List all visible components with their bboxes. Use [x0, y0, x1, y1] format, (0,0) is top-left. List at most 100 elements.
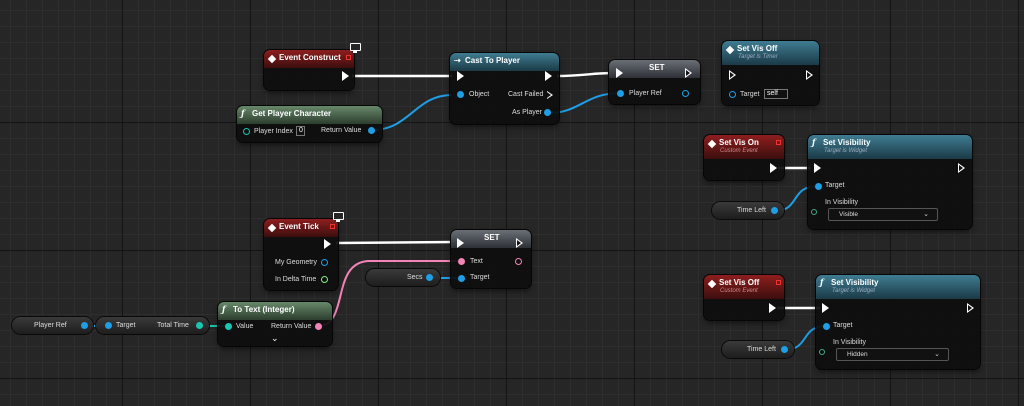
exec-out-pin[interactable] — [342, 71, 349, 81]
set-vis-on-event-node[interactable]: Set Vis On Custom Event — [704, 135, 784, 180]
diamond-icon — [267, 223, 277, 233]
set-vis-off-function-node[interactable]: Set Vis Off Target is Timer Target self — [722, 41, 819, 105]
time-left-variable[interactable]: Time Left — [722, 341, 794, 358]
cast-to-player-node[interactable]: ⇢ Cast To Player Object Cast Failed As P… — [450, 53, 559, 124]
pin-label: Player Index — [254, 128, 293, 135]
exec-out-pin[interactable] — [324, 239, 331, 249]
dropdown-value: Hidden — [847, 351, 868, 358]
pin-label: Total Time — [157, 322, 189, 329]
in-visibility-dropdown[interactable]: Hidden ⌄ — [836, 348, 949, 361]
exec-out-pin[interactable] — [685, 68, 692, 78]
delegate-pin[interactable] — [330, 224, 335, 229]
function-f-icon: ƒ — [222, 304, 226, 314]
exec-in-pin[interactable] — [457, 71, 464, 81]
exec-in-pin[interactable] — [814, 163, 821, 173]
node-title: Set Visibility — [823, 138, 871, 147]
value-pin[interactable] — [225, 323, 232, 330]
time-left-pin[interactable] — [781, 346, 788, 353]
var-label: Time Left — [737, 207, 766, 214]
pin-label: In Delta Time — [275, 276, 317, 283]
as-player-pin[interactable] — [544, 109, 551, 116]
function-f-icon: ƒ — [812, 137, 816, 147]
player-ref-variable[interactable]: Player Ref — [12, 317, 93, 334]
set-vis-off-event-node[interactable]: Set Vis Off Custom Event — [704, 275, 784, 320]
node-title: Set Vis On — [719, 138, 759, 147]
event-construct-node[interactable]: Event Construct — [264, 50, 354, 90]
text-out-pin[interactable] — [515, 258, 522, 265]
exec-out-pin[interactable] — [806, 70, 813, 80]
target-self-input[interactable]: self — [764, 89, 788, 99]
player-ref-out-pin[interactable] — [682, 90, 689, 97]
get-player-character-node[interactable]: ƒ Get Player Character Player Index 0 Re… — [237, 106, 382, 142]
pin-label: My Geometry — [275, 259, 318, 266]
node-header: Set Vis Off Target is Timer — [722, 41, 819, 65]
set-visibility-visible-node[interactable]: ƒ Set Visibility Target is Widget Target… — [808, 135, 972, 229]
exec-in-pin[interactable] — [457, 238, 464, 248]
pin-label: Value — [236, 323, 254, 330]
in-visibility-pin[interactable] — [811, 209, 817, 215]
time-left-pin[interactable] — [771, 207, 778, 214]
node-title: Set Vis Off — [719, 278, 760, 287]
pin-label: Return Value — [321, 127, 362, 134]
pin-label: Target — [833, 322, 853, 329]
return-value-pin[interactable] — [368, 127, 375, 134]
text-pin[interactable] — [458, 258, 465, 265]
target-pin[interactable] — [458, 275, 465, 282]
var-label: Time Left — [747, 346, 776, 353]
set-text-node[interactable]: SET Text Target — [451, 230, 531, 288]
delegate-pin[interactable] — [776, 140, 781, 145]
node-title: Cast To Player — [465, 56, 520, 65]
time-left-variable[interactable]: Time Left — [712, 202, 784, 219]
delegate-pin[interactable] — [346, 55, 351, 60]
exec-in-pin[interactable] — [616, 68, 623, 78]
node-header: Event Tick — [264, 219, 338, 237]
in-visibility-pin[interactable] — [819, 349, 825, 355]
exec-out-pin[interactable] — [770, 163, 777, 173]
set-player-ref-node[interactable]: SET Player Ref — [609, 60, 700, 104]
var-label: Player Ref — [34, 322, 67, 329]
total-time-pin[interactable] — [196, 322, 203, 329]
exec-out-pin[interactable] — [967, 303, 974, 313]
return-value-pin[interactable] — [315, 323, 322, 330]
player-index-input[interactable]: 0 — [296, 126, 305, 136]
pin-label: Object — [469, 91, 490, 98]
cast-failed-pin[interactable] — [547, 91, 553, 99]
node-title: Event Construct — [279, 53, 341, 62]
player-index-pin[interactable] — [243, 128, 250, 135]
node-subtitle: Target is Widget — [824, 148, 868, 154]
target-pin[interactable] — [815, 183, 822, 190]
player-ref-pin[interactable] — [617, 90, 624, 97]
exec-in-pin[interactable] — [822, 303, 829, 313]
node-title: Event Tick — [279, 222, 319, 231]
pin-label: Target — [825, 182, 845, 189]
in-visibility-dropdown[interactable]: Visible ⌄ — [828, 208, 938, 221]
object-pin[interactable] — [457, 91, 464, 98]
secs-variable[interactable]: Secs — [366, 269, 440, 286]
exec-out-pin[interactable] — [769, 303, 776, 313]
target-pin[interactable] — [823, 323, 830, 330]
exec-out-pin[interactable] — [545, 71, 552, 81]
player-ref-pin[interactable] — [81, 322, 88, 329]
node-header: SET — [609, 60, 700, 78]
target-pin[interactable] — [105, 322, 112, 329]
pin-label: Return Value — [271, 323, 312, 330]
event-tick-node[interactable]: Event Tick My Geometry In Delta Time — [264, 219, 338, 290]
pin-label: Text — [470, 258, 483, 265]
exec-out-pin[interactable] — [958, 163, 965, 173]
node-subtitle: Target is Timer — [738, 54, 778, 60]
exec-out-pin[interactable] — [516, 238, 523, 248]
node-header: ƒ Set Visibility Target is Widget — [816, 275, 980, 299]
node-header: Set Vis On Custom Event — [704, 135, 784, 159]
to-text-integer-node[interactable]: ƒ To Text (Integer) Value Return Value ⌄ — [218, 302, 332, 346]
secs-pin[interactable] — [426, 274, 433, 281]
pin-label: In Visibility — [825, 199, 858, 206]
get-total-time-node[interactable]: Target Total Time — [96, 317, 209, 334]
my-geometry-pin[interactable] — [321, 259, 328, 266]
delegate-pin[interactable] — [776, 280, 781, 285]
chevron-down-icon[interactable]: ⌄ — [271, 333, 279, 343]
target-pin[interactable] — [729, 91, 736, 98]
in-delta-time-pin[interactable] — [321, 276, 328, 283]
set-visibility-hidden-node[interactable]: ƒ Set Visibility Target is Widget Target… — [816, 275, 980, 369]
exec-in-pin[interactable] — [729, 70, 736, 80]
pin-label: Player Ref — [629, 90, 662, 97]
